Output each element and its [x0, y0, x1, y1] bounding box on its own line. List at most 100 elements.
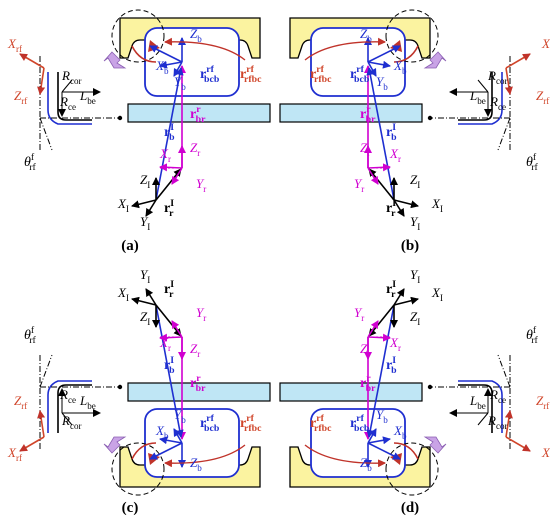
inertial-axis-y: [393, 288, 405, 306]
label-yi: YI: [410, 267, 420, 285]
rail-axis-y: [367, 320, 379, 338]
flange-axis-x: [505, 53, 531, 69]
vector-r-bcb: [149, 45, 183, 63]
callout-arrow: [423, 51, 447, 69]
label-yr: Yr: [354, 176, 364, 194]
label-xr: Xr: [159, 335, 171, 353]
callout-arrow: [103, 51, 127, 69]
label-zi: ZI: [140, 309, 150, 327]
ref-line-angle: [39, 354, 53, 388]
label-yb: Yb: [174, 407, 186, 425]
label-yb: Yb: [376, 74, 388, 92]
caption-b: (b): [401, 238, 419, 254]
label-rcor: Rcor: [61, 413, 82, 431]
flange-axis-x: [19, 53, 45, 69]
label-zi: ZI: [140, 172, 150, 190]
caption-c: (c): [122, 500, 139, 516]
cyan-plate: [279, 382, 423, 402]
label-rce: Rce: [489, 387, 506, 405]
vector-r-b: [155, 304, 184, 438]
rail-axis-x: [159, 163, 183, 172]
ref-point: [427, 384, 433, 390]
label-xrf: Xrf: [7, 36, 23, 54]
label-lbe: Lbe: [79, 88, 96, 106]
label-rce: Rce: [59, 387, 76, 405]
flange-axis-z: [37, 410, 46, 438]
label-rce: Rce: [59, 94, 76, 112]
caption-a: (a): [121, 238, 139, 254]
vector-r-bcb: [367, 442, 401, 460]
label-yr: Yr: [354, 305, 364, 323]
inertial-axis-x: [131, 296, 157, 306]
contact-curve: [393, 45, 419, 63]
inertial-axis-x: [393, 296, 419, 306]
label-xi: XI: [117, 285, 129, 303]
vector-r-r: [155, 304, 182, 337]
label-xr: Xr: [389, 146, 401, 164]
caption-d: (d): [401, 500, 419, 516]
vector-r-r: [155, 168, 182, 201]
flange-profile-inner: [47, 72, 92, 125]
vector-r-b: [366, 304, 395, 438]
flange-axis-z: [37, 67, 46, 95]
flange-axis-z: [504, 67, 513, 95]
label-xrf: Xrf: [7, 445, 23, 463]
vector-r-bcb: [367, 45, 401, 63]
label-rcor: Rcor: [61, 68, 82, 86]
panel-d: [279, 288, 531, 496]
label-xi: XI: [117, 196, 129, 214]
inertial-axis-x: [131, 199, 157, 209]
dim-rcor: [61, 412, 73, 426]
label-zi: ZI: [410, 309, 420, 327]
cyan-plate: [127, 382, 271, 402]
flange-profile-inner: [458, 380, 503, 433]
vector-r-b: [155, 67, 184, 201]
rail-axis-x: [159, 333, 183, 342]
vector-r-rfbc: [304, 444, 386, 468]
label-yi: YI: [410, 214, 420, 232]
body-axis-x: [159, 436, 183, 445]
dim-rcor: [477, 79, 489, 93]
label-zr: Zr: [190, 341, 200, 359]
ref-line-angle: [497, 117, 511, 151]
panel-c: [19, 288, 271, 496]
body-axis-x: [367, 60, 391, 69]
label-rcor: Rcor: [487, 68, 508, 86]
callout-arrow: [423, 436, 447, 454]
label-yi: YI: [140, 214, 150, 232]
vector-r-rfbc: [164, 37, 246, 61]
label-zb: Zb: [190, 455, 202, 473]
vector-r-r: [368, 168, 395, 201]
label-rce: Rce: [489, 94, 506, 112]
label-xi: XI: [431, 196, 443, 214]
ref-line-angle: [497, 354, 511, 388]
contact-curve: [393, 442, 419, 460]
label-rcor: Rcor: [487, 413, 508, 431]
vector-r-bcb: [149, 442, 183, 460]
label-zb: Zb: [360, 26, 372, 44]
ref-line-angle: [39, 117, 53, 151]
ref-point: [117, 115, 123, 121]
label-zi: ZI: [410, 172, 420, 190]
label-xr: Xr: [159, 146, 171, 164]
dim-rcor: [61, 79, 73, 93]
label-zrf: Zrf: [14, 88, 28, 106]
cyan-plate: [127, 103, 271, 123]
flange-profile-inner: [458, 72, 503, 125]
inertial-axis-y: [145, 199, 157, 217]
